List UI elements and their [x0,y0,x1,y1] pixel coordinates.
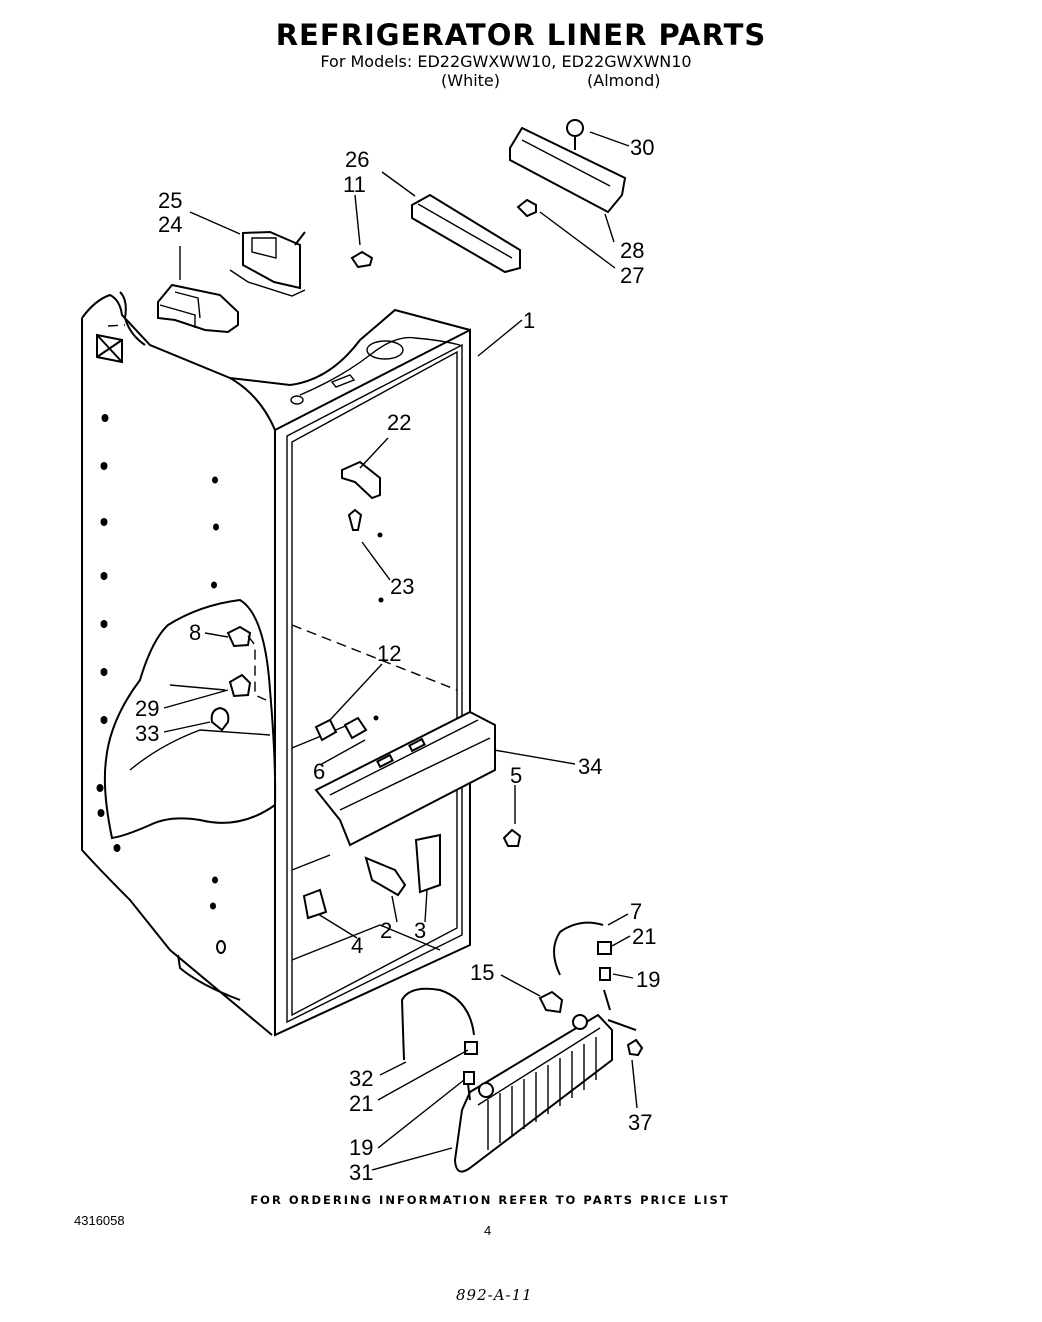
callout-31: 31 [349,1160,373,1185]
page-number: 4 [484,1223,492,1238]
nut-21-right [597,941,612,955]
socket-29 [228,673,252,698]
callout-2: 2 [380,918,392,943]
socket-8 [226,625,252,648]
bulb-33 [210,706,230,732]
callout-1: 1 [523,308,535,333]
leader-lines [163,131,638,1171]
callout-21-right: 21 [632,924,656,949]
callout-23: 23 [390,574,414,599]
screw-11 [350,250,374,269]
callout-33: 33 [135,721,159,746]
callout-29: 29 [135,696,159,721]
part-3 [414,833,441,894]
callout-7: 7 [630,899,642,924]
variant-almond: (Almond) [587,71,661,90]
connector-12 [314,718,338,742]
liner-cabinet [81,291,471,1037]
callout-5: 5 [510,763,522,788]
fitting-19-left [463,1071,475,1085]
water-valve-31 [453,1013,637,1173]
handwritten-code: 892-A-11 [456,1286,533,1304]
callout-6: 6 [313,759,325,784]
dashed-lead [247,635,267,701]
callout-32: 32 [349,1066,373,1091]
callout-3: 3 [414,918,426,943]
callout-21-left: 21 [349,1091,373,1116]
callout-19-left: 19 [349,1135,373,1160]
callout-26: 26 [345,147,369,172]
variant-white: (White) [441,71,501,90]
fitting-15 [538,990,564,1014]
callout-22: 22 [387,410,411,435]
nut-21-left [464,1041,478,1055]
bracket-28 [509,119,627,218]
document-number: 4316058 [74,1213,125,1228]
callout-30: 30 [630,135,654,160]
control-housing-24-25 [157,230,306,334]
callout-15: 15 [470,960,494,985]
callout-27: 27 [620,263,644,288]
callout-24: 24 [158,212,182,237]
callout-19-right: 19 [636,967,660,992]
screw-37 [626,1038,644,1057]
callout-8: 8 [189,620,201,645]
connector-6 [343,716,368,740]
callout-12: 12 [377,641,401,666]
tube-32 [400,987,475,1061]
callout-28: 28 [620,238,644,263]
part-4 [302,888,328,920]
bracket-26 [411,193,521,274]
ordering-note: FOR ORDERING INFORMATION REFER TO PARTS … [250,1193,730,1207]
page-title: REFRIGERATOR LINER PARTS [275,18,767,52]
callout-37: 37 [628,1110,652,1135]
screw-23 [347,508,363,531]
callout-11: 11 [343,172,366,197]
callout-34: 34 [578,754,602,779]
fitting-19-right [599,967,611,981]
part-2 [364,856,407,897]
callout-4: 4 [351,933,363,958]
screw-5 [502,828,522,847]
cover-34 [314,710,496,847]
tube-7 [553,921,604,976]
models-line: For Models: ED22GWXWW10, ED22GWXWN10 [320,52,692,71]
callout-25: 25 [158,188,182,213]
